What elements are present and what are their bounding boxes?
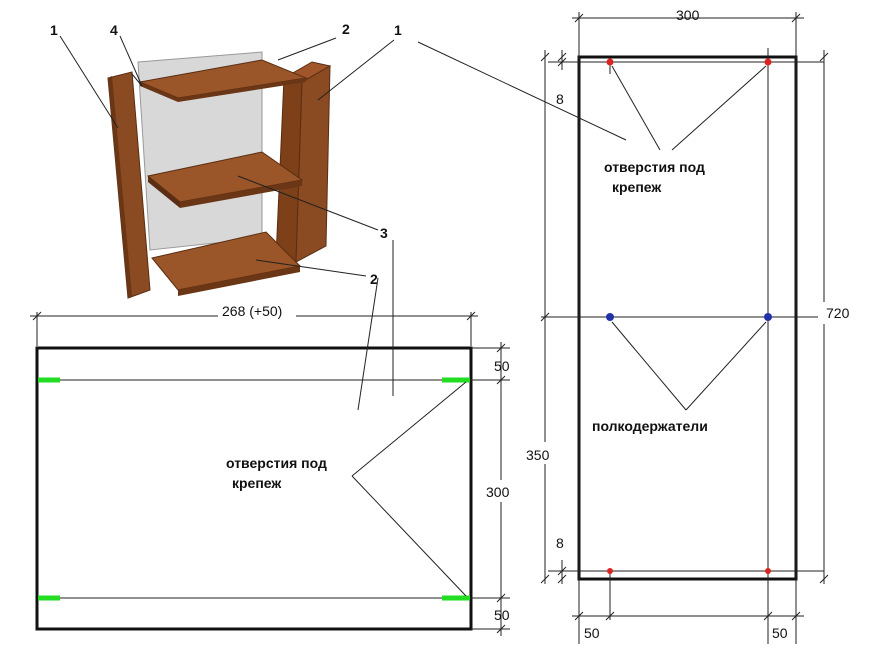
shelf-holder-label: полкодержатели bbox=[592, 418, 708, 434]
shelf-holder-hole-right bbox=[764, 313, 772, 321]
fastener-hole-bottom-right bbox=[765, 568, 771, 574]
side-mid-dimension: 350 bbox=[526, 447, 550, 463]
fastener-hole-bottom-left bbox=[607, 568, 613, 574]
part-number-2-top: 2 bbox=[342, 21, 350, 37]
shelf-bottom-offset: 50 bbox=[494, 607, 510, 623]
part-number-3: 3 bbox=[380, 225, 388, 241]
top-shelf-edge bbox=[140, 82, 178, 102]
top-shelf-front bbox=[178, 78, 306, 102]
side-bottom-offset: 8 bbox=[556, 535, 564, 551]
cabinet-illustration: 1 4 2 1 3 2 bbox=[50, 21, 402, 299]
side-height-dimension: 720 bbox=[826, 305, 850, 321]
side-top-offset: 8 bbox=[556, 91, 564, 107]
middle-shelf-edge bbox=[148, 176, 180, 208]
shelf-width-dimension: 268 (+50) bbox=[222, 303, 282, 319]
bottom-shelf-front bbox=[178, 266, 300, 296]
side-panel-drawing: 300 8 350 8 720 50 50 bbox=[417, 7, 862, 644]
part-number-4: 4 bbox=[110, 22, 118, 38]
side-fastener-label-line1: отверстия под bbox=[604, 159, 705, 175]
shelf-top-offset: 50 bbox=[494, 358, 510, 374]
shelf-holder-hole-left bbox=[606, 313, 614, 321]
shelf-fastener-label-line1: отверстия под bbox=[226, 455, 327, 471]
side-fastener-label-line2: крепеж bbox=[612, 179, 662, 195]
part-number-2-bottom: 2 bbox=[370, 271, 378, 287]
side-width-dimension: 300 bbox=[676, 7, 700, 23]
part-number-1-left: 1 bbox=[50, 22, 58, 38]
middle-shelf-front bbox=[180, 180, 302, 208]
fastener-hole-top-right bbox=[764, 58, 772, 66]
shelf-fastener-label-line2: крепеж bbox=[232, 475, 282, 491]
fastener-hole-top-left bbox=[606, 58, 614, 66]
shelf-outline bbox=[35, 346, 473, 631]
right-side-panel-front bbox=[295, 65, 331, 263]
shelf-drawing: 268 (+50) 50 300 50 отверстия под крепеж bbox=[30, 240, 517, 636]
side-bottom-left-dimension: 50 bbox=[584, 625, 600, 641]
part-number-1-right: 1 bbox=[394, 22, 402, 38]
left-side-panel-edge bbox=[108, 76, 132, 298]
shelf-height-dimension: 300 bbox=[486, 484, 510, 500]
side-bottom-right-dimension: 50 bbox=[772, 625, 788, 641]
